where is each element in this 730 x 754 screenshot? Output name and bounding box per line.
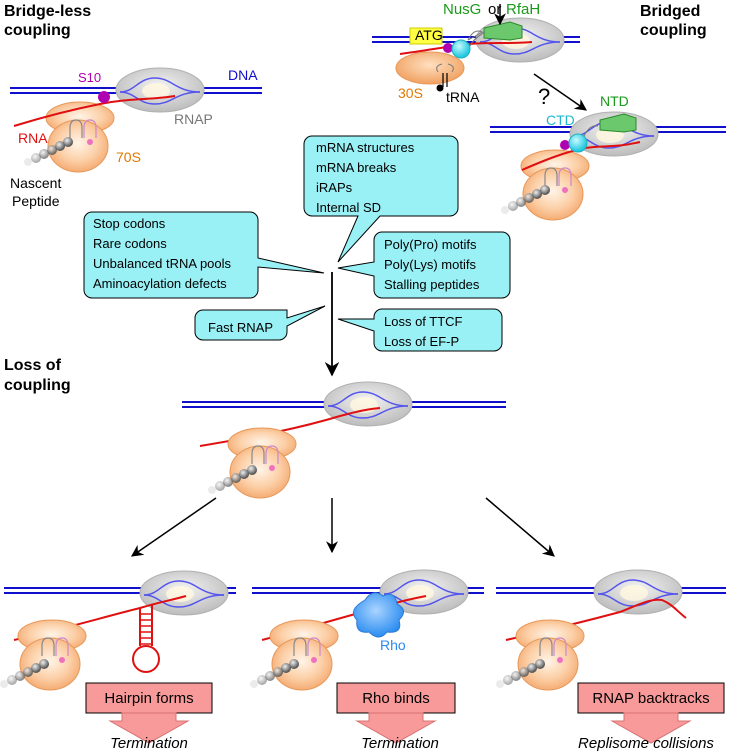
- outcome-hairpin-result: Termination: [110, 735, 188, 752]
- bubble-left-line-0: Stop codons: [93, 216, 166, 231]
- bubble-right-line-0: Poly(Pro) motifs: [384, 237, 477, 252]
- trna-label: tRNA: [446, 89, 480, 105]
- or-label: or: [488, 1, 501, 18]
- rho-label: Rho: [380, 637, 406, 653]
- bubble-fast: Fast RNAP: [194, 305, 326, 341]
- nusg-label: NusG: [443, 1, 481, 18]
- loss-heading-line1: Loss of: [4, 357, 62, 374]
- ctd-label: CTD: [546, 112, 575, 128]
- bridged-heading-line2: coupling: [640, 22, 707, 39]
- 70s-label: 70S: [116, 149, 141, 165]
- bubble-top: mRNA structures mRNA breaks iRAPs Intern…: [303, 135, 459, 263]
- bubble-loss: Loss of TTCF Loss of EF-P: [337, 308, 503, 352]
- outcome-rho: Rho binds: [336, 682, 456, 744]
- bridgeless-heading-line2: coupling: [4, 22, 71, 39]
- rfah-label: RfaH: [506, 1, 540, 18]
- loss-heading-line2: coupling: [4, 377, 71, 394]
- outcome-rho-label: Rho binds: [362, 690, 430, 707]
- outcome-backtrack: RNAP backtracks: [577, 682, 725, 744]
- outcome-hairpin: Hairpin forms: [85, 682, 213, 744]
- 30s-label: 30S: [398, 85, 423, 101]
- bridged-complex-top: [372, 4, 580, 92]
- bubble-fast-line-0: Fast RNAP: [208, 320, 273, 335]
- nascent-label-line1: Nascent: [10, 175, 61, 191]
- bubble-top-line-2: iRAPs: [316, 180, 353, 195]
- bridged-complex-bottom: [490, 111, 726, 221]
- outcome-rho-result: Termination: [361, 735, 439, 752]
- hairpin-complex: [0, 570, 236, 691]
- bubble-left: Stop codons Rare codons Unbalanced tRNA …: [83, 211, 325, 299]
- s10-label: S10: [78, 70, 101, 85]
- bridged-heading-line1: Bridged: [640, 3, 700, 20]
- bridgeless-heading-line1: Bridge-less: [4, 3, 91, 20]
- bubble-left-line-1: Rare codons: [93, 236, 167, 251]
- rna-label: RNA: [18, 130, 48, 146]
- bubble-right: Poly(Pro) motifs Poly(Lys) motifs Stalli…: [337, 231, 511, 299]
- dna-label: DNA: [228, 67, 258, 83]
- bubble-top-line-3: Internal SD: [316, 200, 381, 215]
- outcome-backtrack-label: RNAP backtracks: [592, 690, 709, 707]
- outcome-hairpin-label: Hairpin forms: [104, 690, 193, 707]
- bubble-loss-line-0: Loss of TTCF: [384, 314, 463, 329]
- atg-label: ATG: [415, 27, 443, 43]
- uncoupled-complex: [182, 381, 506, 499]
- rho-complex: [250, 569, 484, 691]
- nascent-label-line2: Peptide: [12, 193, 60, 209]
- bubble-left-line-3: Aminoacylation defects: [93, 276, 227, 291]
- bubble-left-line-2: Unbalanced tRNA pools: [93, 256, 232, 271]
- ntd-label: NTD: [600, 93, 629, 109]
- outcome-backtrack-result: Replisome collisions: [578, 735, 714, 752]
- bridgeless-complex: [10, 67, 262, 173]
- bubble-right-line-1: Poly(Lys) motifs: [384, 257, 476, 272]
- bubble-top-line-0: mRNA structures: [316, 140, 415, 155]
- bubble-top-line-1: mRNA breaks: [316, 160, 397, 175]
- rnap-label: RNAP: [174, 111, 213, 127]
- s10-protein: [98, 91, 110, 103]
- arrow-to-backtrack: [485, 497, 555, 557]
- rho-protein: [352, 592, 404, 638]
- question-mark: ?: [538, 84, 550, 109]
- bubble-right-line-2: Stalling peptides: [384, 277, 480, 292]
- bridged-transition-arrow: [533, 73, 587, 111]
- backtrack-complex: [496, 569, 726, 691]
- arrow-to-hairpin: [131, 497, 217, 557]
- bubble-loss-line-1: Loss of EF-P: [384, 334, 459, 349]
